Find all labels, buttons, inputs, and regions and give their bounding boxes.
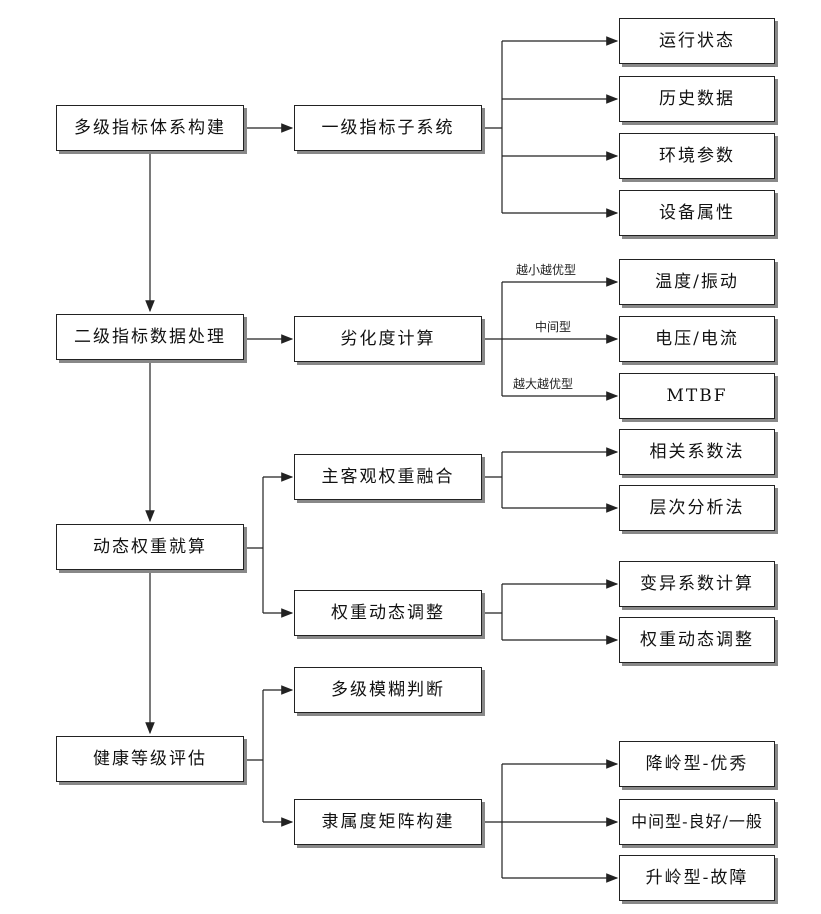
leaf-falling-ridge-excellent: 降岭型-优秀 bbox=[619, 741, 775, 787]
leaf-environment-params: 环境参数 bbox=[619, 133, 775, 179]
leaf-equipment-attributes: 设备属性 bbox=[619, 190, 775, 236]
edge-label-middle-type: 中间型 bbox=[535, 318, 571, 335]
node-multilevel-fuzzy-judgment: 多级模糊判断 bbox=[294, 667, 482, 713]
leaf-mtbf: MTBF bbox=[619, 373, 775, 419]
leaf-weight-dynamic-adjustment: 权重动态调整 bbox=[619, 617, 775, 663]
step-secondary-data-processing: 二级指标数据处理 bbox=[56, 314, 244, 360]
node-weight-fusion: 主客观权重融合 bbox=[294, 454, 482, 500]
edge-label-larger-better: 越大越优型 bbox=[513, 375, 573, 392]
leaf-ahp-method: 层次分析法 bbox=[619, 485, 775, 531]
step-health-level-assessment: 健康等级评估 bbox=[56, 736, 244, 782]
step-dynamic-weight-calculation: 动态权重就算 bbox=[56, 524, 244, 570]
leaf-voltage-current: 电压/电流 bbox=[619, 316, 775, 362]
step-indicator-system-construction: 多级指标体系构建 bbox=[56, 105, 244, 151]
node-degradation-calculation: 劣化度计算 bbox=[294, 316, 482, 362]
leaf-correlation-method: 相关系数法 bbox=[619, 429, 775, 475]
leaf-variation-coefficient: 变异系数计算 bbox=[619, 561, 775, 607]
leaf-middle-good-fair: 中间型-良好/一般 bbox=[619, 799, 775, 845]
leaf-run-state: 运行状态 bbox=[619, 18, 775, 64]
leaf-temperature-vibration: 温度/振动 bbox=[619, 259, 775, 305]
node-membership-matrix: 隶属度矩阵构建 bbox=[294, 799, 482, 845]
leaf-history-data: 历史数据 bbox=[619, 76, 775, 122]
leaf-rising-ridge-fault: 升岭型-故障 bbox=[619, 855, 775, 901]
node-dynamic-weight-adjustment: 权重动态调整 bbox=[294, 590, 482, 636]
node-primary-indicator-subsystem: 一级指标子系统 bbox=[294, 105, 482, 151]
edge-label-smaller-better: 越小越优型 bbox=[516, 261, 576, 278]
